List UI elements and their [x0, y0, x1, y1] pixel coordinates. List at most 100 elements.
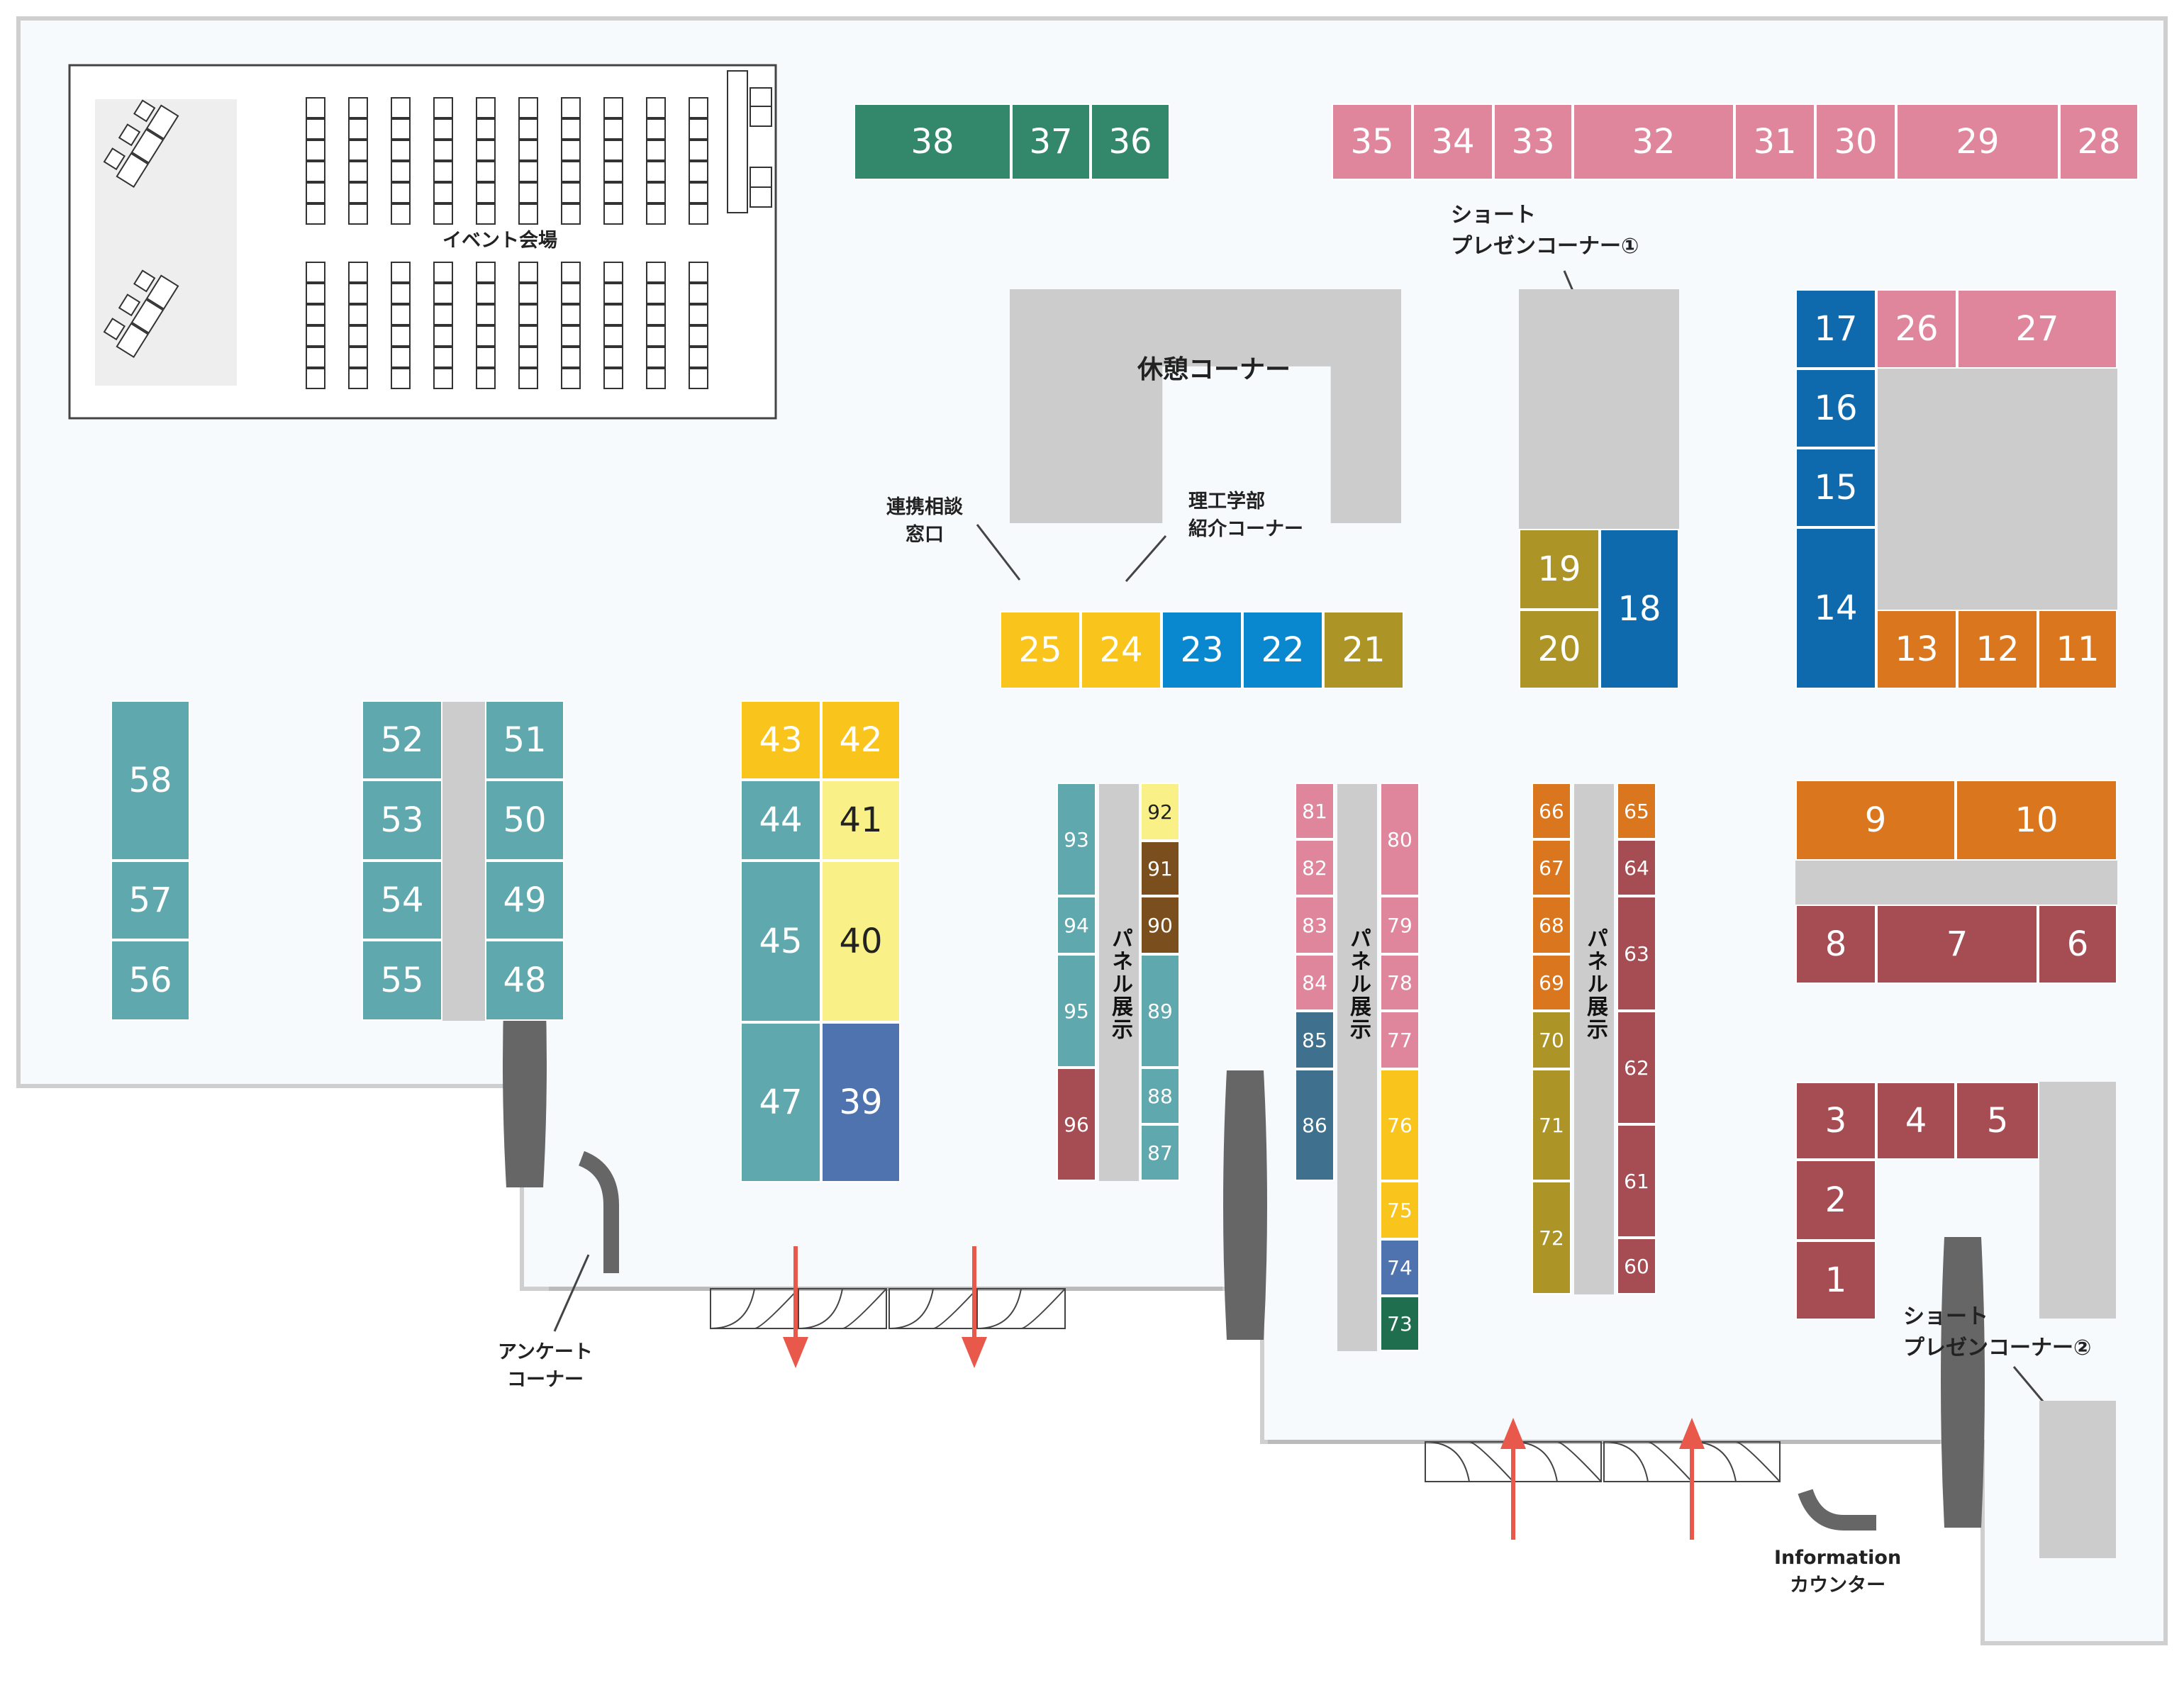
booth-71: 71	[1532, 1069, 1571, 1181]
booth-51: 51	[485, 700, 564, 780]
stage-desk	[130, 298, 165, 335]
booth-3: 3	[1795, 1082, 1876, 1160]
booth-69: 69	[1532, 954, 1571, 1011]
seat	[518, 304, 538, 325]
seat	[561, 325, 581, 347]
seat	[561, 304, 581, 325]
seat	[518, 262, 538, 283]
seat	[348, 262, 368, 283]
seat	[391, 140, 411, 161]
aisle-52-51	[442, 702, 485, 1021]
panel-label-1: パネル展示	[1108, 927, 1132, 1041]
booth-41: 41	[821, 780, 901, 861]
booth-10: 10	[1956, 780, 2117, 861]
seat	[391, 203, 411, 225]
booth-67: 67	[1532, 839, 1571, 896]
booth-37: 37	[1011, 103, 1091, 180]
seat	[476, 262, 496, 283]
booth-38: 38	[854, 103, 1011, 180]
seat	[646, 140, 666, 161]
seat	[391, 262, 411, 283]
seat	[391, 347, 411, 368]
seat	[476, 304, 496, 325]
booth-66: 66	[1532, 783, 1571, 839]
seat	[689, 304, 708, 325]
seat	[433, 368, 453, 389]
short-presen-2-area	[2039, 1401, 2116, 1558]
booth-94: 94	[1057, 896, 1096, 954]
panel-strip-2	[1337, 784, 1377, 1351]
seat	[306, 283, 325, 304]
booth-49: 49	[485, 861, 564, 940]
booth-82: 82	[1295, 839, 1335, 896]
seat	[603, 97, 623, 118]
seat	[306, 325, 325, 347]
booth-32: 32	[1573, 103, 1734, 180]
booth-87: 87	[1140, 1124, 1180, 1181]
booth-93: 93	[1057, 783, 1096, 896]
booth-44: 44	[740, 780, 821, 861]
short-presen-1-area	[1519, 289, 1679, 529]
booth-54: 54	[362, 861, 442, 940]
seat	[518, 347, 538, 368]
booth-61: 61	[1617, 1124, 1656, 1238]
seat	[391, 304, 411, 325]
event-hall-label: イベント会場	[442, 230, 557, 252]
booth-75: 75	[1380, 1181, 1420, 1239]
booth-36: 36	[1091, 103, 1170, 180]
booth-86: 86	[1295, 1069, 1335, 1181]
seat	[646, 347, 666, 368]
event-side-seat	[750, 186, 772, 208]
booth-24: 24	[1081, 611, 1161, 689]
booth-40: 40	[821, 861, 901, 1022]
seat	[348, 118, 368, 140]
seat	[603, 262, 623, 283]
booth-2: 2	[1795, 1160, 1876, 1241]
seat	[603, 182, 623, 203]
seat	[689, 118, 708, 140]
booth-89: 89	[1140, 954, 1180, 1068]
seat	[603, 283, 623, 304]
seat	[306, 140, 325, 161]
booth-7: 7	[1876, 905, 2038, 984]
seat	[348, 161, 368, 182]
seat	[348, 304, 368, 325]
booth-4: 4	[1876, 1082, 1956, 1160]
booth-64: 64	[1617, 839, 1656, 896]
booth-26: 26	[1876, 289, 1957, 369]
seat	[518, 161, 538, 182]
entry-arrow-head	[783, 1337, 808, 1368]
pillar	[1941, 1237, 1985, 1528]
booth-52: 52	[362, 700, 442, 780]
booth-22: 22	[1242, 611, 1323, 689]
seat	[306, 161, 325, 182]
booth-73: 73	[1380, 1296, 1420, 1351]
booth-88: 88	[1140, 1068, 1180, 1124]
stage-desk	[145, 104, 179, 140]
seat	[518, 368, 538, 389]
booth-20: 20	[1519, 610, 1600, 689]
booth-9: 9	[1795, 780, 1956, 861]
seat	[603, 161, 623, 182]
booth-27: 27	[1957, 289, 2117, 369]
booth-43: 43	[740, 700, 821, 780]
booth-31: 31	[1734, 103, 1815, 180]
panel-label-3: パネル展示	[1583, 927, 1608, 1041]
stage-chair	[133, 269, 156, 293]
seat	[391, 182, 411, 203]
panel-label-2: パネル展示	[1346, 927, 1371, 1041]
seat	[476, 325, 496, 347]
seat	[391, 97, 411, 118]
seat	[518, 283, 538, 304]
seat	[561, 118, 581, 140]
booth-95: 95	[1057, 954, 1096, 1068]
seat	[433, 203, 453, 225]
seat	[476, 182, 496, 203]
booth-47: 47	[740, 1022, 821, 1182]
seat	[391, 161, 411, 182]
booth-91: 91	[1140, 841, 1180, 896]
seat	[433, 347, 453, 368]
seat	[518, 97, 538, 118]
divider-area	[1795, 861, 2117, 905]
